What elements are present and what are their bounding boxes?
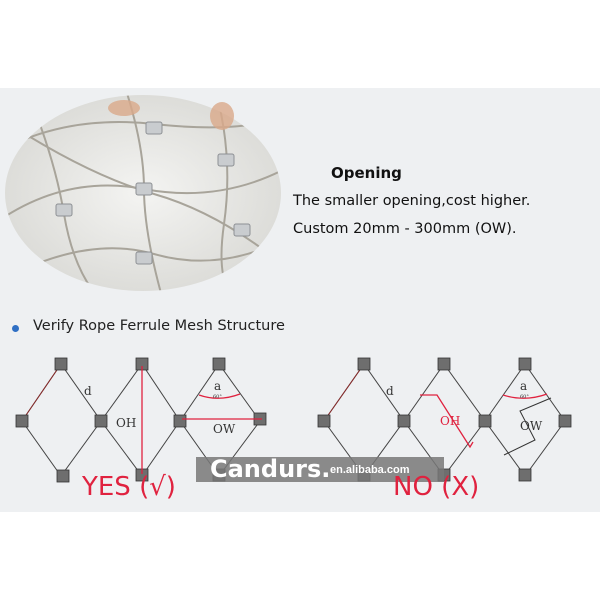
label-oh-no: OH bbox=[440, 414, 460, 428]
label-angle-no: 60° bbox=[520, 394, 529, 400]
watermark-domain: en.alibaba.com bbox=[330, 464, 410, 476]
watermark-brand: Candurs. bbox=[210, 455, 331, 483]
yes-label: YES (√) bbox=[82, 472, 176, 502]
label-d: d bbox=[84, 384, 92, 398]
label-ow-no: OW bbox=[520, 419, 543, 433]
label-angle: 60° bbox=[213, 394, 222, 400]
label-d-no: d bbox=[386, 384, 394, 398]
bullet-icon bbox=[12, 325, 19, 332]
label-ow: OW bbox=[213, 422, 236, 436]
label-a-no: a bbox=[520, 379, 527, 393]
finger bbox=[108, 100, 140, 116]
oh-wrong-measure-line bbox=[420, 394, 474, 449]
watermark: Candurs. en.alibaba.com bbox=[196, 455, 444, 483]
label-a: a bbox=[214, 379, 221, 393]
opening-range-note: Custom 20mm - 300mm (OW). bbox=[293, 221, 517, 237]
opening-title: Opening bbox=[331, 164, 402, 182]
label-oh: OH bbox=[116, 416, 136, 430]
mesh-structure-diagram: d OH OW a 60° d OH OW a 60° bbox=[15, 357, 572, 483]
opening-cost-note: The smaller opening,cost higher. bbox=[293, 193, 531, 209]
mesh-product-photo bbox=[5, 95, 281, 291]
no-label: NO (X) bbox=[393, 472, 480, 502]
section-heading: Verify Rope Ferrule Mesh Structure bbox=[33, 318, 285, 334]
